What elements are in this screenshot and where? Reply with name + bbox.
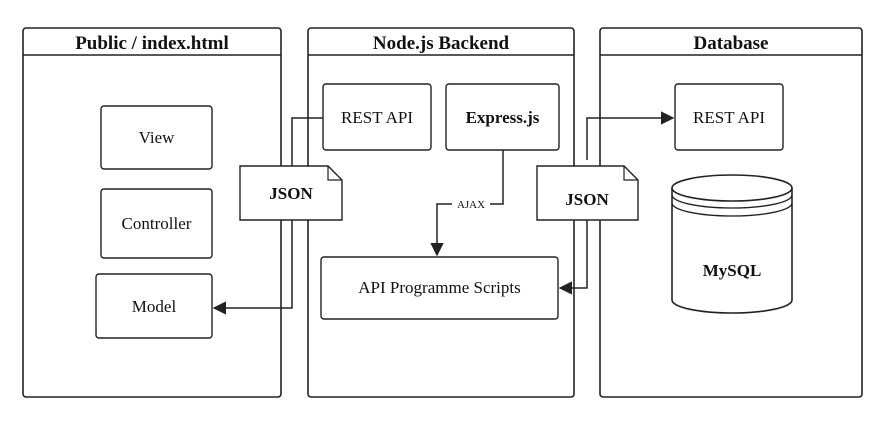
json-right-label: JSON — [565, 190, 609, 209]
mysql-cylinder: MySQL — [671, 174, 793, 314]
panel-backend-title: Node.js Backend — [373, 33, 510, 54]
json-right-to-db-connector — [586, 111, 675, 160]
panel-database-title: Database — [694, 33, 769, 54]
controller-box: Controller — [100, 188, 213, 259]
view-box: View — [100, 105, 213, 170]
backend-rest-api-box: REST API — [322, 83, 432, 151]
express-label: Express.js — [466, 108, 540, 127]
backend-rest-api-label: REST API — [341, 108, 413, 127]
panel-frontend-title: Public / index.html — [75, 33, 229, 54]
model-label: Model — [132, 297, 177, 316]
json-left-label: JSON — [269, 184, 313, 203]
json-right-document: JSON — [536, 165, 639, 221]
controller-label: Controller — [122, 214, 192, 233]
express-box: Express.js — [445, 83, 560, 151]
ajax-label: AJAX — [457, 199, 485, 211]
ajax-label-bg — [452, 197, 490, 211]
mysql-label: MySQL — [703, 261, 762, 280]
database-rest-api-label: REST API — [693, 108, 765, 127]
json-left-document: JSON — [239, 165, 343, 221]
model-box: Model — [95, 273, 213, 339]
database-rest-api-box: REST API — [674, 83, 784, 151]
json-right-to-scripts-connector — [558, 220, 588, 295]
api-scripts-label: API Programme Scripts — [358, 278, 520, 297]
api-scripts-box: API Programme Scripts — [320, 256, 559, 320]
view-label: View — [139, 128, 176, 147]
